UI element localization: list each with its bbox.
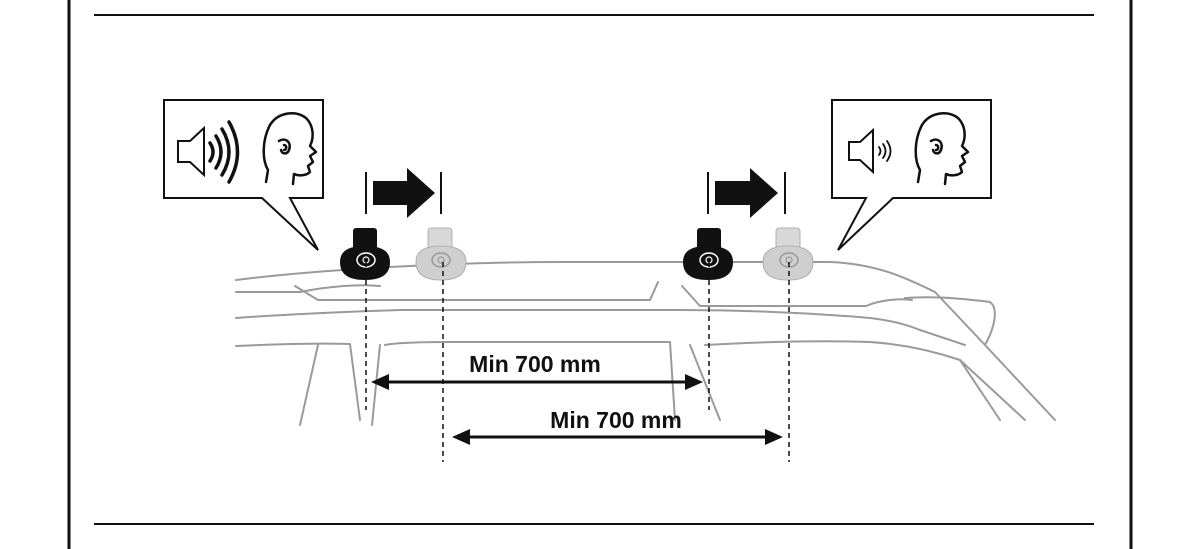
- loud-sound-waves-icon: [208, 120, 240, 184]
- front-dimension-arrow: [371, 374, 703, 390]
- move-right-arrow-icon: [373, 168, 435, 218]
- speaker-icon: [177, 125, 205, 178]
- reference-lines: [365, 262, 790, 462]
- rear-move-arrow: [707, 168, 786, 218]
- speaker-icon: [848, 127, 874, 175]
- left-speech-bubble: [163, 99, 324, 251]
- front-foot-light: [415, 227, 467, 281]
- rear-foot-light: [762, 227, 814, 281]
- quiet-sound-waves-icon: [878, 140, 892, 162]
- rear-foot-dark: [683, 228, 733, 280]
- rear-dimension-arrow: [452, 429, 783, 445]
- right-speech-bubble: [831, 99, 992, 251]
- move-right-arrow-icon: [715, 168, 778, 218]
- rear-dimension-label: Min 700 mm: [550, 407, 682, 433]
- front-move-arrow: [365, 168, 442, 218]
- front-foot-dark: [340, 228, 390, 280]
- listening-head-icon: [914, 112, 970, 186]
- front-dimension-label: Min 700 mm: [469, 351, 601, 377]
- car-outline: [235, 261, 1056, 426]
- listening-head-icon: [262, 112, 318, 186]
